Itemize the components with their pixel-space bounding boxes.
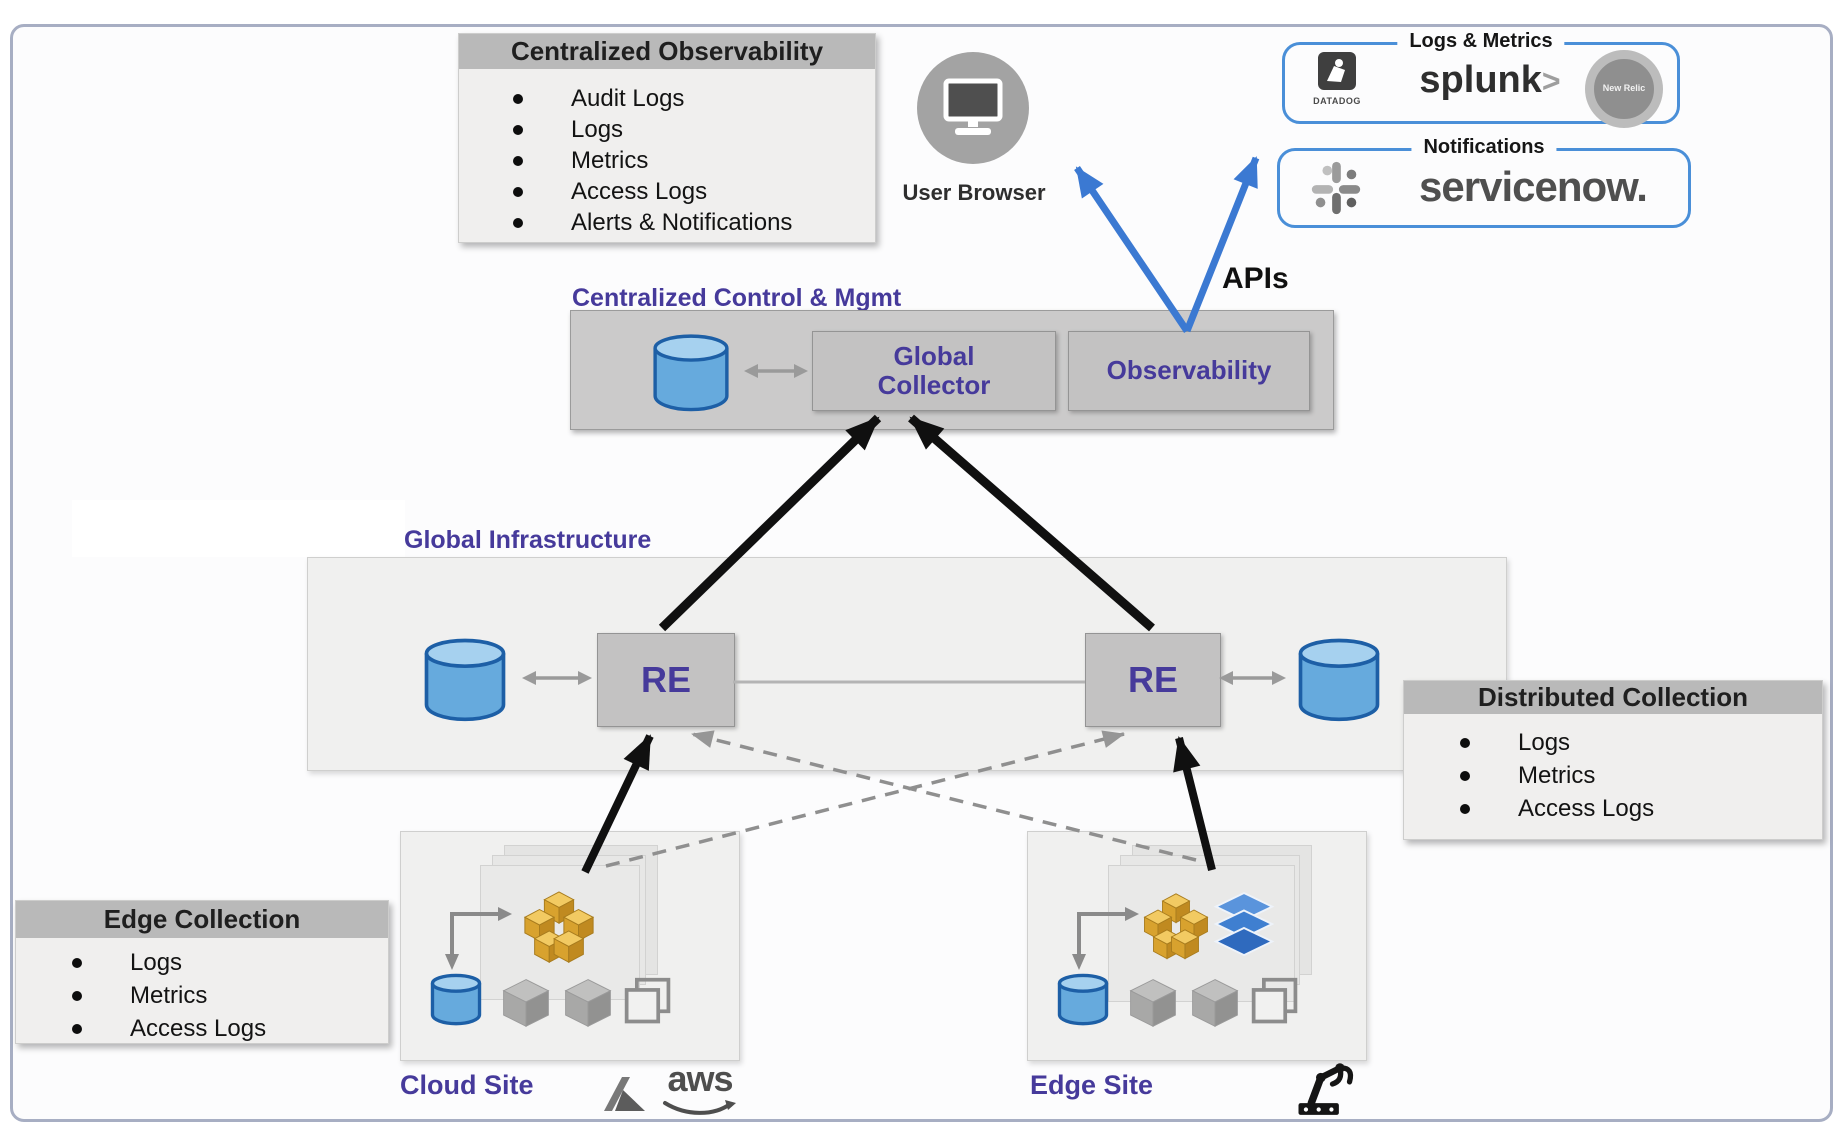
re-right-box: RE <box>1085 633 1221 727</box>
blue-stack-icon <box>1213 891 1275 957</box>
apis-label: APIs <box>1222 262 1289 295</box>
aws-logo: aws <box>658 1058 742 1121</box>
list-item: Access Logs <box>1460 792 1822 825</box>
list-item: Alerts & Notifications <box>513 207 875 238</box>
pill-label: Notifications <box>1411 136 1557 159</box>
list-item-label: Alerts & Notifications <box>571 208 793 236</box>
distributed-collection-box: Distributed Collection Logs Metrics Acce… <box>1403 680 1823 840</box>
database-icon <box>424 638 506 722</box>
datadog-label: DATADOG <box>1313 96 1361 106</box>
bullet-dot <box>72 957 82 968</box>
edge-collection-box: Edge Collection Logs Metrics Access Logs <box>15 900 389 1044</box>
box-title: Edge Collection <box>16 901 388 938</box>
control-mgmt-title: Centralized Control & Mgmt <box>572 284 902 312</box>
list-item-label: Metrics <box>571 146 649 174</box>
list-item-label: Metrics <box>1518 761 1596 789</box>
edge-site-label: Edge Site <box>1030 1070 1154 1100</box>
aws-resources-icon <box>1144 893 1208 960</box>
database-icon <box>653 334 729 412</box>
pill-label: Logs & Metrics <box>1397 30 1565 53</box>
azure-icon <box>604 1077 645 1111</box>
newrelic-logo: New Relic <box>1585 50 1663 128</box>
cube-icon <box>564 979 612 1028</box>
bullet-dot <box>1460 803 1470 814</box>
bullet-dot <box>513 93 523 104</box>
list-item: Logs <box>513 114 875 145</box>
cube-icon <box>502 979 550 1028</box>
bullet-dot <box>513 186 523 197</box>
servicenow-logo: servicenow. <box>1419 163 1648 210</box>
splunk-logo: splunk> <box>1405 59 1575 102</box>
layers-icon <box>624 977 671 1024</box>
list-item: Metrics <box>513 145 875 176</box>
bullet-dot <box>1460 770 1470 781</box>
list-item: Logs <box>1460 726 1822 759</box>
box-title: Distributed Collection <box>1404 681 1822 714</box>
centralized-observability-box: Centralized Observability Audit Logs Log… <box>458 33 876 243</box>
cloud-site-label: Cloud Site <box>400 1070 534 1100</box>
list-item-label: Audit Logs <box>571 84 685 112</box>
list-item-label: Logs <box>571 115 624 143</box>
datadog-logo: DATADOG <box>1307 51 1367 106</box>
layers-icon <box>1251 977 1298 1024</box>
datadog-icon <box>1318 52 1356 90</box>
list-item-label: Access Logs <box>571 177 708 205</box>
list-item-label: Metrics <box>130 981 208 1009</box>
list-item-label: Logs <box>1518 728 1571 756</box>
global-collector-box: Global Collector <box>812 331 1056 411</box>
user-browser-avatar <box>917 52 1029 164</box>
re-right-label: RE <box>1127 658 1178 700</box>
list-item: Metrics <box>72 979 388 1012</box>
bullet-dot <box>513 124 523 135</box>
bullet-dot <box>513 155 523 166</box>
splunk-label: splunk <box>1419 59 1542 101</box>
cube-icon <box>1129 979 1177 1028</box>
pages-stack-front <box>480 865 640 1000</box>
aws-label: aws <box>667 1058 733 1099</box>
list-item-label: Access Logs <box>1518 794 1655 822</box>
slack-icon <box>1311 161 1361 215</box>
bullet-dot <box>72 1023 82 1034</box>
newrelic-icon: New Relic <box>1585 50 1663 128</box>
list-item-label: Access Logs <box>130 1014 267 1042</box>
re-left-label: RE <box>640 658 691 700</box>
bullet-dot <box>513 217 523 228</box>
bullet-dot <box>72 990 82 1001</box>
list-item-label: Logs <box>130 948 183 976</box>
database-icon <box>430 973 482 1026</box>
list-item: Audit Logs <box>513 83 875 114</box>
observability-box: Observability <box>1068 331 1310 411</box>
list-item: Access Logs <box>513 176 875 207</box>
splunk-chevron-icon: > <box>1541 63 1561 99</box>
bullet-dot <box>1460 737 1470 748</box>
redaction-patch <box>72 500 405 557</box>
aws-resources-icon <box>524 891 594 963</box>
robot-arm-icon <box>1298 1063 1354 1115</box>
box-title: Centralized Observability <box>459 34 875 69</box>
monitor-icon <box>943 78 1003 135</box>
list-item: Access Logs <box>72 1012 388 1045</box>
global-infrastructure-title: Global Infrastructure <box>404 526 652 554</box>
observability-label: Observability <box>1106 355 1272 386</box>
user-browser-label: User Browser <box>902 180 1046 205</box>
cube-icon <box>1191 979 1239 1028</box>
re-left-box: RE <box>597 633 735 727</box>
list-item: Metrics <box>1460 759 1822 792</box>
database-icon <box>1298 638 1380 722</box>
aws-smile-icon <box>663 1100 736 1115</box>
list-item: Logs <box>72 946 388 979</box>
database-icon <box>1057 973 1109 1026</box>
logs-metrics-integrations: Logs & Metrics DATADOG splunk> New Relic <box>1282 30 1680 128</box>
notifications-integrations: Notifications servicenow. <box>1277 136 1691 228</box>
global-collector-label: Global Collector <box>877 340 991 400</box>
